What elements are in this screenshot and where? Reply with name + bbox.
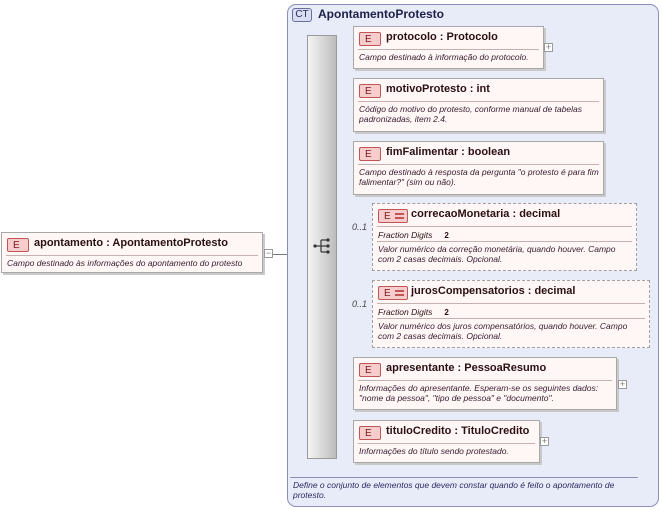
element-doc: Campo destinado às informações do aponta… (7, 258, 243, 268)
element-name: correcaoMonetaria : decimal (411, 208, 561, 220)
element-doc: Campo destinado à resposta da pergunta "… (359, 167, 599, 187)
element-name: tituloCredito : TituloCredito (386, 425, 530, 437)
expand-toggle-icon[interactable]: + (544, 42, 553, 52)
element-name: jurosCompensatorios : decimal (411, 285, 576, 297)
element-doc: Campo destinado à informação do protocol… (359, 52, 529, 62)
element-name: fimFalimentar : boolean (386, 146, 511, 158)
element-badge: E (359, 147, 381, 161)
root-element-apontamento[interactable]: E apontamento : ApontamentoProtesto Camp… (1, 232, 263, 273)
element-protocolo[interactable]: E protocolo : Protocolo Campo destinado … (353, 26, 544, 69)
occurrence-label: 0..1 (352, 222, 368, 232)
element-badge: E (7, 238, 29, 252)
sequence-bar (307, 35, 337, 459)
element-doc: Informações do apresentante. Esperam-se … (359, 383, 599, 403)
element-name: apontamento : ApontamentoProtesto (34, 237, 228, 249)
element-badge: E (359, 32, 381, 46)
element-jurosCompensatorios[interactable]: E jurosCompensatorios : decimal Fraction… (372, 280, 650, 348)
complex-type-title: ApontamentoProtesto (318, 7, 444, 21)
collapse-toggle-icon[interactable]: − (264, 248, 273, 258)
element-badge: E (359, 84, 381, 98)
element-correcaoMonetaria[interactable]: E correcaoMonetaria : decimal Fraction D… (372, 203, 637, 271)
facet-value: 2 (444, 231, 449, 240)
element-doc: Informações do título sendo protestado. (359, 446, 509, 456)
complex-type-badge: CT (292, 8, 312, 22)
occurrence-label: 0..1 (352, 299, 368, 309)
element-name: apresentante : PessoaResumo (386, 362, 547, 374)
element-apresentante[interactable]: E apresentante : PessoaResumo Informaçõe… (353, 357, 617, 410)
expand-toggle-icon[interactable]: + (618, 379, 627, 389)
complex-type-doc: Define o conjunto de elementos que devem… (293, 480, 615, 500)
facet-value: 2 (444, 308, 449, 317)
facet-label: Fraction Digits (378, 230, 433, 240)
expand-toggle-icon[interactable]: + (540, 436, 549, 446)
element-doc: Valor numérico da correção monetária, qu… (378, 244, 616, 264)
element-fimFalimentar[interactable]: E fimFalimentar : boolean Campo destinad… (353, 141, 604, 195)
complex-type-divider (290, 477, 638, 478)
element-badge: E (359, 363, 381, 377)
element-doc: Valor numérico dos juros compensatórios,… (378, 321, 628, 341)
element-name: protocolo : Protocolo (386, 31, 498, 43)
element-motivoProtesto[interactable]: E motivoProtesto : int Código do motivo … (353, 78, 604, 132)
element-badge: E (359, 426, 381, 440)
element-tituloCredito[interactable]: E tituloCredito : TituloCredito Informaç… (353, 420, 540, 463)
element-badge: E (378, 286, 408, 300)
element-badge: E (378, 209, 408, 223)
facet-row: Fraction Digits 2 (373, 227, 636, 241)
facet-row: Fraction Digits 2 (373, 304, 649, 318)
element-doc: Código do motivo do protesto, conforme m… (359, 104, 583, 124)
element-name: motivoProtesto : int (386, 83, 490, 95)
facet-label: Fraction Digits (378, 307, 433, 317)
sequence-compositor-icon[interactable] (312, 236, 332, 256)
